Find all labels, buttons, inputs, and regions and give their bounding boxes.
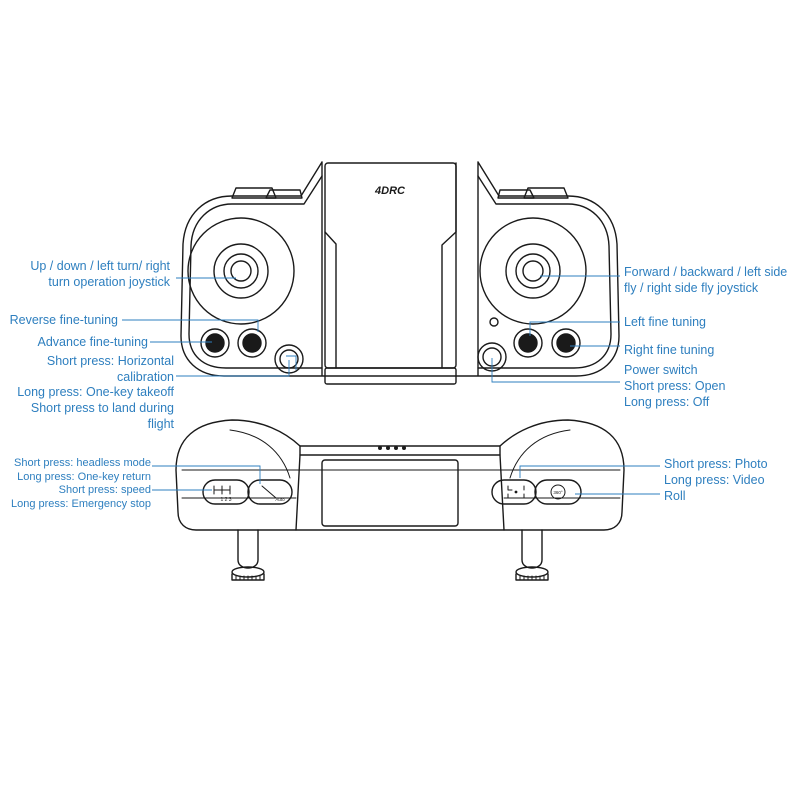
controller-body-front	[175, 419, 625, 531]
label-reverse-fine-tuning: Reverse fine-tuning	[9, 313, 118, 327]
leader-left-fine	[529, 321, 620, 336]
label-horizontal-calibration: Short press: Horizontal calibration	[46, 354, 174, 384]
speed-button	[202, 479, 250, 505]
label-photo-video: Short press: Photo Long press: Video	[664, 457, 768, 487]
right-shoulder-button	[523, 187, 569, 199]
left-stick-shaft	[237, 529, 259, 569]
right-shoulder-button-2	[497, 189, 535, 199]
roll-button-text: 360°	[553, 490, 563, 495]
headless-return-button	[247, 479, 293, 505]
reverse-fine-tuning-button	[237, 328, 267, 358]
left-joystick-well	[187, 217, 295, 325]
roll-button	[534, 479, 582, 505]
power-indicator	[489, 317, 499, 327]
label-advance-fine-tuning: Advance fine-tuning	[37, 335, 149, 349]
right-joystick-well	[479, 217, 587, 325]
speed-digits: 1 2 3	[220, 497, 231, 503]
advance-fine-tuning-button	[200, 328, 230, 358]
label-power-switch: Power switch Short press: Open Long pres…	[624, 363, 726, 409]
front-center-slot	[321, 459, 459, 527]
label-speed-emergency: Short press: speed Long press: Emergency…	[10, 484, 151, 510]
label-right-joystick: Forward / backward / left side fly / rig…	[624, 265, 788, 295]
label-roll: Roll	[664, 489, 686, 503]
leader-photo	[519, 465, 660, 478]
right-fine-tuning-button	[551, 328, 581, 358]
leader-power	[491, 358, 620, 383]
controller-body-top	[180, 161, 620, 377]
return-button-text: Auto	[275, 497, 285, 502]
leader-reverse	[122, 319, 259, 332]
photo-video-button	[491, 479, 537, 505]
label-headless-return: Short press: headless mode Long press: O…	[14, 457, 151, 483]
leader-headless	[152, 465, 261, 484]
right-stick-shaft	[521, 529, 543, 569]
label-left-joystick: Up / down / left turn/ right turn operat…	[30, 259, 170, 289]
left-shoulder-button-2	[265, 189, 303, 199]
left-shoulder-button	[231, 187, 277, 199]
leader-takeoff	[286, 355, 297, 370]
label-takeoff-land: Long press: One-key takeoff Short press …	[17, 385, 174, 431]
left-fine-tuning-button	[513, 328, 543, 358]
brand-logo: 4DRC	[374, 185, 406, 197]
leader-calibration	[176, 360, 290, 377]
label-right-fine-tuning: Right fine tuning	[624, 343, 715, 357]
label-left-fine-tuning: Left fine tuning	[624, 315, 707, 329]
